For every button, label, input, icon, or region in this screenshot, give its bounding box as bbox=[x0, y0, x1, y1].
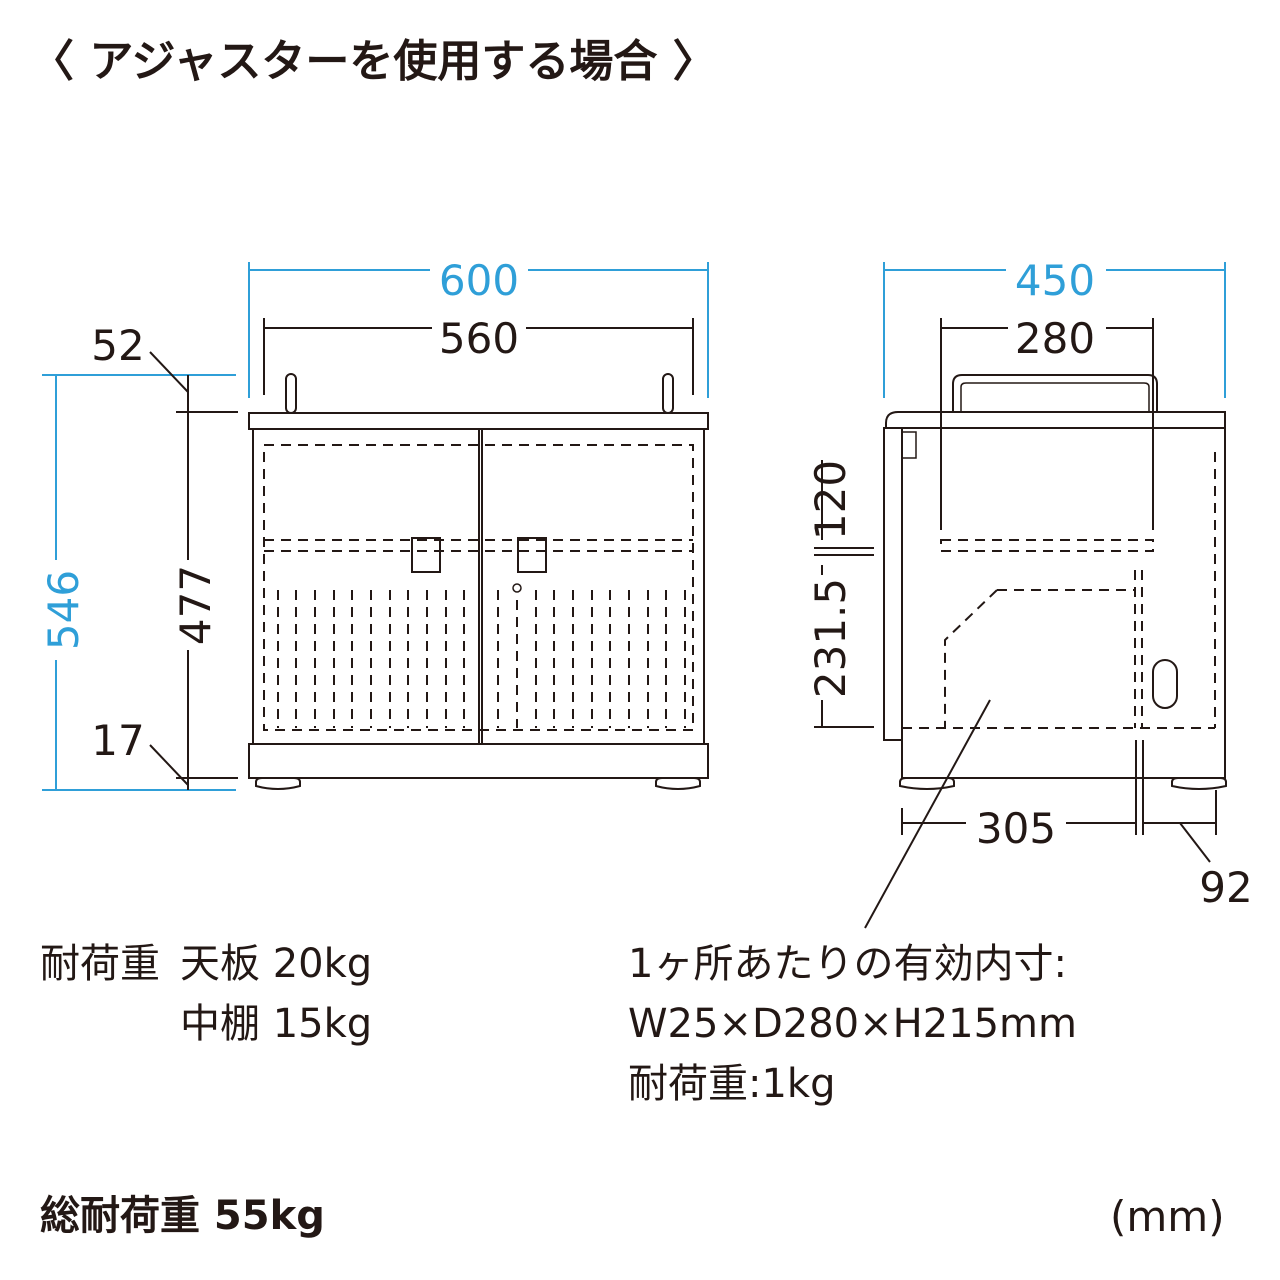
compartment-spec-line2: W25×D280×H215mm bbox=[628, 1001, 1077, 1047]
front-width-outer-label: 600 bbox=[439, 256, 519, 305]
side-handle-width-label: 280 bbox=[1015, 314, 1095, 363]
front-width-inner-label: 560 bbox=[439, 314, 519, 363]
front-view: 600 560 546 477 52 17 bbox=[39, 256, 709, 791]
unit-label: (mm) bbox=[1110, 1192, 1225, 1241]
side-shelf-height-label: 120 bbox=[806, 460, 855, 540]
side-view: 450 280 120 231.5 bbox=[806, 256, 1253, 929]
front-top-offset-label: 52 bbox=[91, 321, 144, 370]
side-compartment-height-label: 231.5 bbox=[806, 578, 855, 698]
front-bottom-offset-label: 17 bbox=[91, 716, 144, 765]
load-label: 耐荷重 bbox=[40, 941, 160, 987]
front-height-body-label: 477 bbox=[171, 565, 220, 645]
compartment-spec-line3: 耐荷重:1kg bbox=[628, 1061, 836, 1107]
page-title: 〈 アジャスターを使用する場合 〉 bbox=[30, 36, 717, 87]
top-board-load: 天板 20kg bbox=[180, 941, 373, 987]
front-height-total-label: 546 bbox=[39, 570, 88, 650]
middle-shelf-load: 中棚 15kg bbox=[180, 1001, 373, 1047]
side-bottom-depth-label: 305 bbox=[976, 804, 1056, 853]
side-depth-outer-label: 450 bbox=[1015, 256, 1095, 305]
total-load: 総耐荷重 55kg bbox=[40, 1193, 325, 1239]
compartment-spec-line1: 1ヶ所あたりの有効内寸: bbox=[628, 941, 1067, 987]
side-bottom-rear-label: 92 bbox=[1199, 863, 1252, 912]
